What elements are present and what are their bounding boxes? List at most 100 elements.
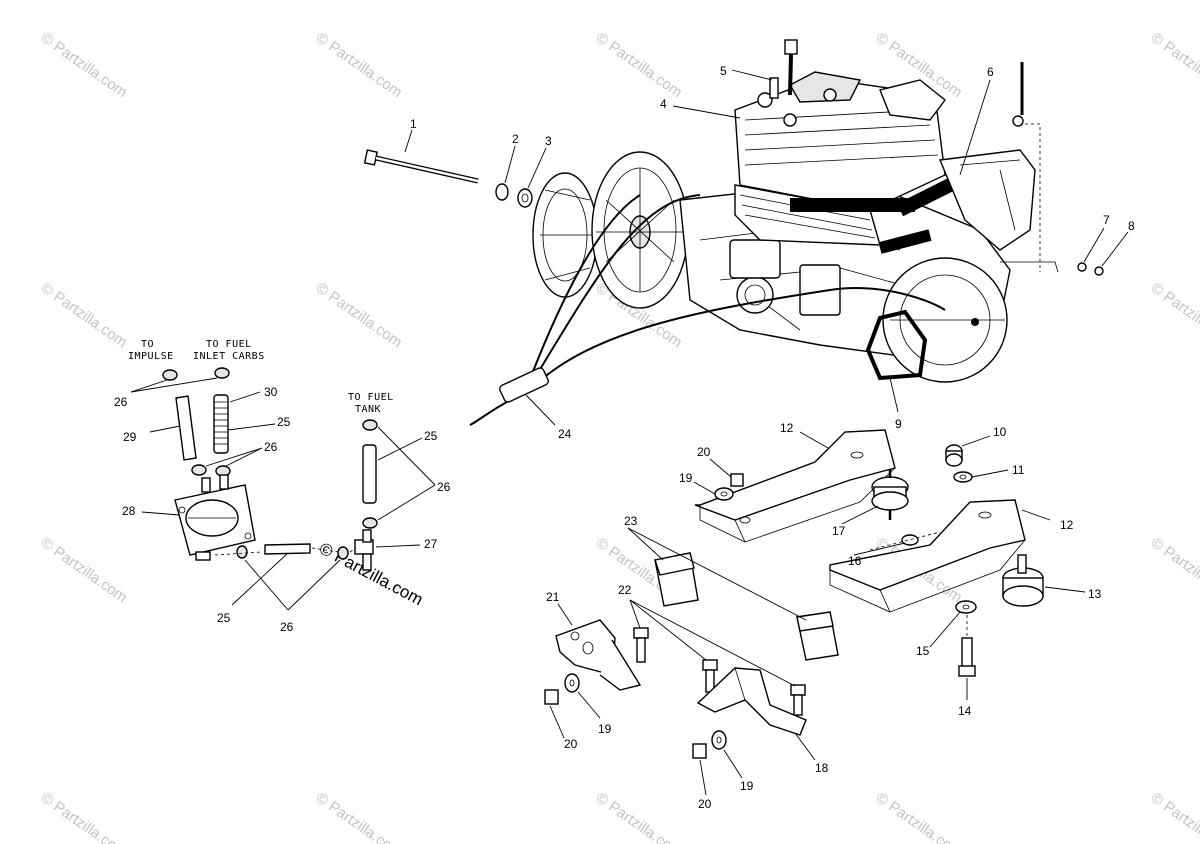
- watermark-layer: © Partzilla.com © Partzilla.com © Partzi…: [38, 29, 1200, 844]
- watermark: © Partzilla.com: [38, 279, 131, 351]
- callout-2: 2: [512, 132, 519, 146]
- callout-6: 6: [987, 65, 994, 79]
- spark-plug-5: [769, 39, 798, 99]
- callout-29: 29: [123, 430, 137, 444]
- washer-15: [955, 600, 977, 614]
- nut-20: [544, 689, 559, 705]
- clutch-sheave: [591, 151, 689, 309]
- callouts: 1 2 3 4 5 6 7 8 9 10 11 12 12 13 14 15 1…: [114, 64, 1135, 811]
- callout-26: 26: [280, 620, 294, 634]
- callout-26: 26: [114, 395, 128, 409]
- callout-4: 4: [660, 97, 667, 111]
- damper-23: [796, 611, 839, 661]
- tee-fitting-27: [354, 529, 374, 571]
- strap-9: [865, 309, 928, 381]
- fuel-system: TO IMPULSE TO FUEL INLET CARBS TO FUEL T…: [128, 339, 393, 571]
- damper-23: [654, 552, 699, 607]
- rod: [1012, 62, 1041, 272]
- watermark: © Partzilla.com: [593, 789, 686, 844]
- bolt-22: [790, 684, 806, 716]
- callout-20: 20: [698, 797, 712, 811]
- callout-19: 19: [740, 779, 754, 793]
- callout-11: 11: [1012, 463, 1025, 477]
- callout-18: 18: [815, 761, 829, 775]
- washer-7: [1077, 262, 1087, 272]
- callout-10: 10: [993, 425, 1007, 439]
- callout-25: 25: [424, 429, 438, 443]
- clamp-26: [236, 545, 248, 559]
- spring-hose-30: [213, 394, 229, 454]
- callout-26: 26: [264, 440, 278, 454]
- washer-16: [901, 534, 919, 546]
- callout-7: 7: [1103, 213, 1110, 227]
- callout-12: 12: [780, 421, 794, 435]
- wire-harness-24: [469, 194, 946, 426]
- watermark: © Partzilla.com: [1148, 534, 1200, 606]
- callout-26: 26: [437, 480, 451, 494]
- watermark: © Partzilla.com: [593, 29, 686, 101]
- watermark: © Partzilla.com: [1148, 29, 1200, 101]
- callout-9: 9: [895, 417, 902, 431]
- callout-3: 3: [545, 134, 552, 148]
- washer-19: [564, 673, 580, 693]
- spacer-3: [517, 188, 533, 208]
- callout-24: 24: [558, 427, 572, 441]
- washer-2: [495, 183, 509, 201]
- bracket-18: [696, 667, 807, 736]
- callout-30: 30: [264, 385, 278, 399]
- fuel-pump-28: [174, 474, 256, 561]
- note-to-impulse: TO: [141, 339, 154, 350]
- drive-clutch: [532, 172, 598, 298]
- watermark: © Partzilla.com: [313, 29, 406, 101]
- watermark: © Partzilla.com: [38, 534, 131, 606]
- callout-8: 8: [1128, 219, 1135, 233]
- hose-29: [175, 395, 197, 461]
- washer-19: [711, 730, 727, 750]
- note-to-fuel-inlet: TO FUEL: [206, 339, 252, 350]
- clamp-26: [337, 546, 349, 560]
- linkage: [1000, 261, 1059, 273]
- note-to-impulse: IMPULSE: [128, 351, 174, 362]
- callout-27: 27: [424, 537, 438, 551]
- cylinder-head-4: [734, 71, 946, 211]
- clamp-26: [362, 419, 378, 431]
- watermark: © Partzilla.com: [38, 789, 131, 844]
- bolt-14: [958, 615, 976, 677]
- hose-25-horizontal: [264, 543, 311, 555]
- watermark: © Partzilla.com: [38, 29, 131, 101]
- note-to-fuel-inlet: INLET CARBS: [193, 351, 265, 362]
- watermark: © Partzilla.com: [1148, 789, 1200, 844]
- callout-21: 21: [546, 590, 560, 604]
- nut-20: [730, 473, 744, 487]
- callout-1: 1: [410, 117, 417, 131]
- engine-mounts: [544, 429, 1044, 759]
- recoil-starter: [882, 257, 1008, 383]
- callout-13: 13: [1088, 587, 1102, 601]
- nut-20: [692, 743, 707, 759]
- leader-lines: [130, 69, 1129, 796]
- clamp-26: [191, 464, 207, 476]
- hose-25: [362, 444, 377, 504]
- callout-20: 20: [564, 737, 578, 751]
- callout-16: 16: [848, 554, 862, 568]
- callout-12: 12: [1060, 518, 1074, 532]
- callout-25: 25: [277, 415, 291, 429]
- washer-11: [953, 471, 973, 483]
- callout-20: 20: [697, 445, 711, 459]
- bolt-22: [633, 627, 649, 663]
- mount-bracket-12-lower: [829, 499, 1026, 613]
- rubber-mount-13: [1002, 554, 1044, 607]
- bracket-21: [555, 619, 642, 691]
- watermark: © Partzilla.com: [1148, 279, 1200, 351]
- clamp-26: [214, 367, 230, 379]
- clamp-26: [362, 517, 378, 529]
- watermark: © Partzilla.com: [313, 789, 406, 844]
- engine-assembly: [363, 39, 1104, 426]
- callout-14: 14: [958, 704, 972, 718]
- rubber-mount-17: [871, 470, 909, 520]
- clip-8: [1094, 266, 1104, 276]
- mount-bracket-12-upper: [694, 429, 896, 543]
- callout-19: 19: [679, 471, 693, 485]
- callout-15: 15: [916, 644, 930, 658]
